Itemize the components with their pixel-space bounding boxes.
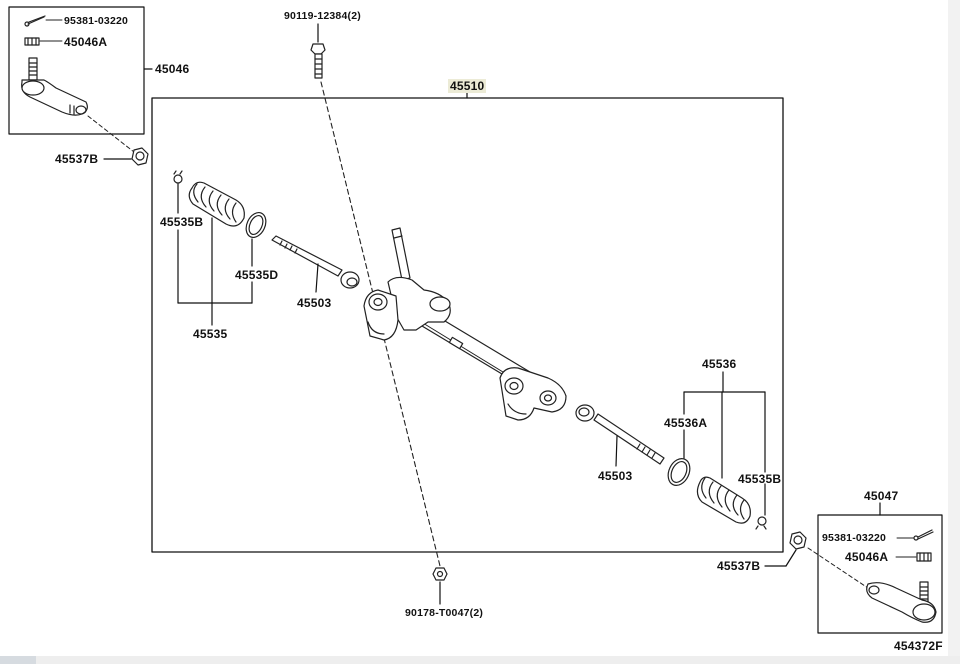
steering-rack-housing bbox=[363, 227, 567, 421]
assembly-frame bbox=[151, 97, 784, 553]
viewer-edge-bottom bbox=[0, 656, 960, 664]
tie-rod-right bbox=[575, 404, 665, 467]
assembly-number: 45510 bbox=[448, 79, 487, 93]
lock-nut-left bbox=[103, 147, 149, 166]
cotter-pin-left bbox=[24, 15, 63, 27]
label-ring-left: 45535D bbox=[235, 268, 279, 282]
right-tie-rod-end-inset bbox=[817, 502, 943, 634]
label-lock-nut-right: 45537B bbox=[717, 559, 761, 573]
label-boot-right: 45536 bbox=[702, 357, 737, 371]
tie-rod-left bbox=[271, 235, 360, 293]
label-clip-right: 45535B bbox=[738, 472, 782, 486]
label-bolt-top: 90119-12384(2) bbox=[284, 10, 361, 22]
nut-bottom bbox=[432, 567, 448, 605]
tie-rod-end-left bbox=[21, 57, 88, 116]
cotter-pin-right bbox=[896, 529, 934, 541]
clip-left bbox=[173, 170, 183, 214]
figure-code: 454372F bbox=[894, 639, 943, 653]
label-right-end-asm: 45047 bbox=[864, 489, 899, 503]
label-lock-nut-left: 45537B bbox=[55, 152, 99, 166]
ring-left bbox=[245, 212, 267, 267]
label-cotter-pin-right: 95381-03220 bbox=[822, 532, 887, 544]
label-nut-bottom: 90178-T0047(2) bbox=[405, 607, 484, 619]
label-castle-nut-left: 45046A bbox=[64, 35, 108, 49]
label-assembly: 45510 bbox=[448, 79, 487, 93]
boot-left bbox=[188, 181, 245, 227]
ring-right bbox=[667, 429, 691, 486]
bolt-top bbox=[310, 23, 326, 79]
label-left-end-asm: 45046 bbox=[155, 62, 190, 76]
castle-nut-right bbox=[895, 552, 932, 562]
label-cotter-pin-left: 95381-03220 bbox=[64, 15, 129, 27]
label-ring-right: 45536A bbox=[664, 416, 708, 430]
boot-left-bracket bbox=[177, 217, 253, 326]
label-clip-left: 45535B bbox=[160, 215, 204, 229]
label-castle-nut-right: 45046A bbox=[845, 550, 889, 564]
label-boot-left: 45535 bbox=[193, 327, 228, 341]
boot-right bbox=[696, 476, 751, 524]
viewer-corner-tab bbox=[0, 656, 36, 664]
clip-right bbox=[755, 483, 767, 530]
left-tie-rod-end-inset bbox=[8, 6, 153, 153]
label-tie-rod-right: 45503 bbox=[598, 469, 633, 483]
castle-nut-left bbox=[24, 37, 63, 46]
tie-rod-end-right bbox=[866, 581, 937, 623]
viewer-edge-right bbox=[948, 0, 960, 664]
label-tie-rod-left: 45503 bbox=[297, 296, 332, 310]
boot-right-bracket bbox=[683, 371, 766, 479]
